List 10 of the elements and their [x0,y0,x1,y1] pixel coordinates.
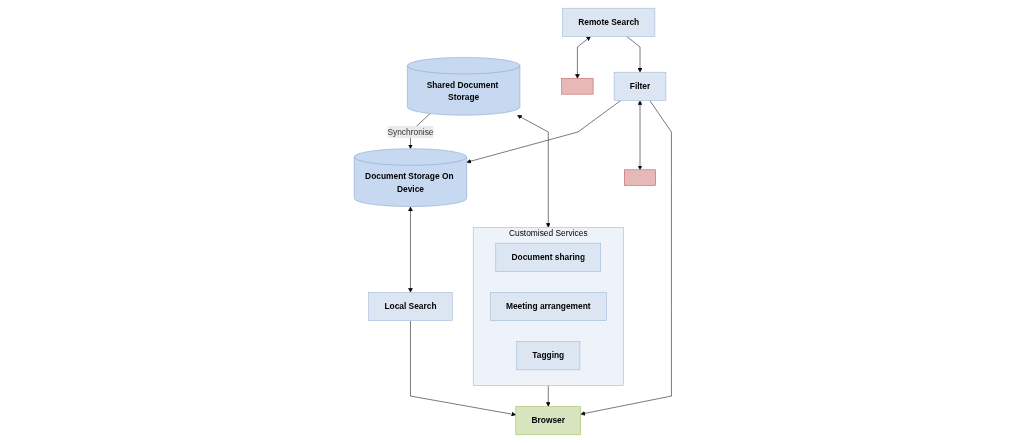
node-box [623,169,656,186]
node-box: Document sharing [495,242,601,272]
node-box: Remote Search [561,7,655,37]
node-box [561,78,594,95]
edge-label: Synchronise [387,127,434,137]
node-box: Browser [515,406,581,436]
node-box: Meeting arrangement [489,292,607,321]
node-box: Filter [613,71,666,101]
node-box: Tagging [516,341,580,371]
node-box: Local Search [368,292,453,321]
